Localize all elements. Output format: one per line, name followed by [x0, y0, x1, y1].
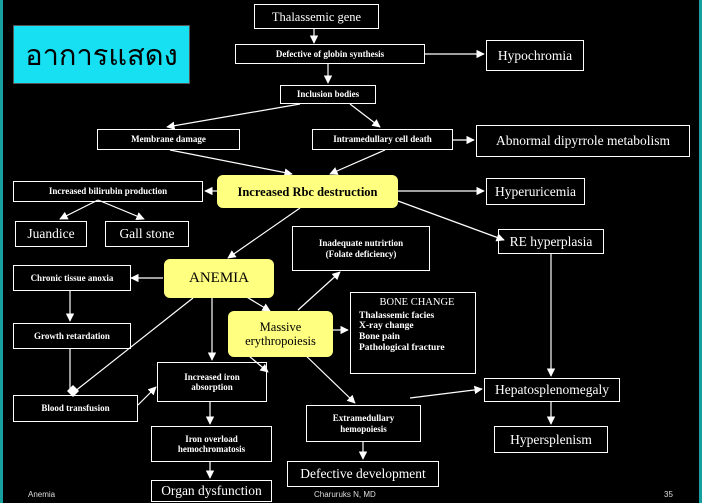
- bone-change-heading: BONE CHANGE: [379, 297, 455, 308]
- node-abnormal-dipyrrole: Abnormal dipyrrole metabolism: [476, 125, 690, 157]
- junction-diamond: [67, 385, 79, 397]
- arrow-membrane-rbc: [169, 149, 293, 177]
- arrow-intramedullary-rbc: [329, 149, 386, 175]
- node-growth-retardation: Growth retardation: [13, 323, 131, 349]
- node-extramedullary: Extramedullary hemopoiesis: [306, 405, 421, 442]
- arrow-inclusion-intramedullary: [349, 103, 381, 128]
- iron-line-2: absorption: [191, 382, 233, 392]
- arrow-bilirubin-juandice: [59, 199, 99, 220]
- node-juandice: Juandice: [15, 221, 87, 247]
- node-inclusion-bodies: Inclusion bodies: [280, 85, 376, 104]
- arrow-massive-extramedullary: [299, 349, 356, 404]
- node-increased-rbc-destruction: Increased Rbc destruction: [217, 175, 398, 208]
- arrow-massive-nutrition: [297, 271, 341, 311]
- overload-line-1: Iron overload: [185, 433, 238, 444]
- node-iron-overload: Iron overload hemochromatosis: [151, 426, 272, 462]
- footer-page-number: 35: [664, 490, 673, 499]
- arrow-inclusion-membrane: [166, 103, 301, 130]
- overload-line-2: hemochromatosis: [177, 444, 246, 454]
- footer-left: Anemia: [28, 490, 56, 499]
- extra-line-2: hemopoiesis: [340, 423, 387, 434]
- title-box: อาการแสดง: [13, 25, 190, 84]
- massive-line-2: erythropoiesis: [245, 334, 316, 348]
- node-chronic-anoxia: Chronic tissue anoxia: [13, 265, 131, 291]
- massive-line-1: Massive: [259, 320, 302, 334]
- node-hyperuricemia: Hyperuricemia: [486, 178, 585, 205]
- bone-item: Bone pain: [359, 332, 400, 342]
- nutrition-line-2: (Folate deficiency): [325, 248, 397, 259]
- node-organ-dysfunction: Organ dysfunction: [151, 480, 272, 502]
- arrow-extramedullary-hepato: [409, 385, 483, 399]
- node-massive-erythropoiesis: Massive erythropoiesis: [228, 311, 333, 357]
- node-defective-globin: Defective of globin synthesis: [235, 44, 425, 64]
- node-membrane-damage: Membrane damage: [97, 129, 240, 150]
- node-hepatosplenomegaly: Hepatosplenomegaly: [484, 378, 620, 402]
- extra-line-1: Extramedullary: [332, 413, 395, 424]
- node-hypochromia: Hypochromia: [486, 40, 584, 71]
- arrow-bilirubin-gall: [97, 199, 145, 220]
- bone-item: X-ray change: [359, 321, 414, 332]
- arrow-anemia-transfusion: [73, 297, 194, 393]
- arrow-transfusion-iron: [137, 386, 157, 406]
- node-re-hyperplasia: RE hyperplasia: [498, 229, 604, 254]
- iron-line-1: Increased iron: [184, 371, 240, 382]
- node-increased-iron: Increased iron absorption: [157, 362, 267, 402]
- node-hypersplenism: Hypersplenism: [494, 426, 608, 453]
- node-blood-transfusion: Blood transfusion: [13, 395, 138, 422]
- node-inadequate-nutrition: Inadequate nutrirtion (Folate deficiency…: [292, 226, 430, 271]
- node-bone-change: BONE CHANGE Thalassemic facies X-ray cha…: [350, 292, 476, 374]
- node-increased-bilirubin: Increased bilirubin production: [13, 181, 203, 202]
- node-gall-stone: Gall stone: [105, 221, 189, 247]
- nutrition-line-1: Inadequate nutrirtion: [318, 238, 404, 249]
- arrow-rbc-anemia: [227, 207, 301, 259]
- node-thalassemic-gene: Thalassemic gene: [254, 4, 379, 29]
- node-anemia: ANEMIA: [164, 259, 274, 298]
- bone-item: Pathological fracture: [359, 342, 445, 353]
- node-defective-development: Defective development: [287, 461, 439, 487]
- node-intramedullary: Intramedullary cell death: [312, 129, 453, 150]
- arrow-rbc-re: [397, 200, 505, 242]
- bone-item: Thalassemic facies: [359, 310, 435, 321]
- footer-center: Charuruks N, MD: [314, 490, 376, 499]
